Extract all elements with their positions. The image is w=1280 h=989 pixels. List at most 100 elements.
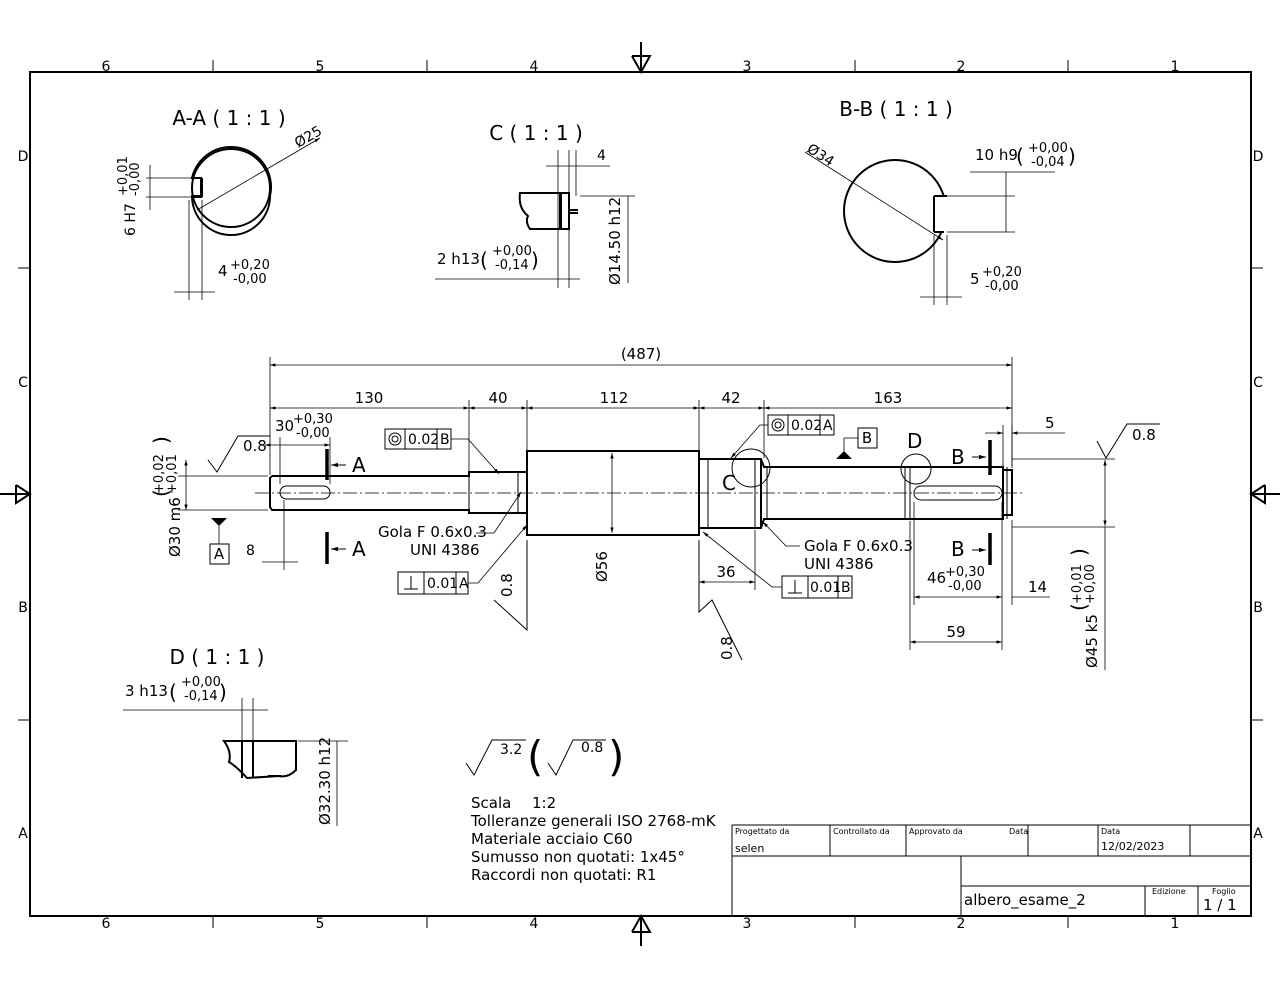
groove-std-right: UNI 4386 [804,555,874,573]
title-block-progettato-value: selen [735,842,764,855]
detail-c-groove-width-tol-upper: +0,00 [492,244,532,259]
section-cut-b-top: B [951,445,965,469]
roughness-right: 0.8 [1132,426,1156,444]
row-label-a: A [18,826,28,842]
detail-d-paren-close: ) [219,680,227,704]
title-block-progettato-label: Progettato da [735,827,790,836]
column-label-2: 2 [957,59,966,75]
column-label-3-bottom: 3 [743,916,752,932]
dim-segment-4: 42 [721,389,740,407]
title-block-approvato-label: Approvato da [909,827,963,836]
detail-c-groove-diameter: Ø14.50 h12 [606,197,624,285]
dim-keyway-left-offset: 8 [246,543,255,559]
fcf-concentric-2-datum: A [823,418,833,434]
fcf-perp-1-datum: A [459,576,469,592]
column-label-4-bottom: 4 [530,916,539,932]
detail-d-groove-width: 3 h13 [125,682,168,700]
groove-std-left: UNI 4386 [410,541,480,559]
title-block-foglio-value: 1 / 1 [1203,896,1237,914]
detail-marker-c: C [722,471,736,495]
row-label-b-right: B [1253,600,1263,616]
groove-note-left: Gola F 0.6x0.3 [378,523,487,541]
detail-d-groove-diameter: Ø32.30 h12 [316,737,334,825]
note-smussi: Sumusso non quotati: 1x45° [471,848,685,866]
column-label-2-bottom: 2 [957,916,966,932]
dim-left-diameter: Ø30 m6 [166,497,184,557]
dim-right-diameter-tol-lower: +0,00 [1083,564,1098,604]
detail-d-groove-width-tol-lower: -0,14 [184,689,218,704]
column-label-5: 5 [316,59,325,75]
section-cut-b-bottom: B [951,537,965,561]
detail-c-dim-top: 4 [597,148,606,164]
detail-c-paren-open: ( [480,248,488,272]
title-block-foglio-label: Foglio [1212,887,1236,896]
section-bb-paren-close: ) [1068,144,1076,168]
detail-c-title: C ( 1 : 1 ) [489,121,583,145]
roughness-left: 0.8 [243,437,267,455]
general-notes: Scala 1:2 Tolleranze generali ISO 2768-m… [470,794,717,884]
column-label-6-bottom: 6 [102,916,111,932]
general-roughness-other: 0.8 [581,740,603,756]
roughness-shoulder-right: 0.8 [718,636,736,660]
section-bb-key-depth-tol-lower: -0,00 [985,279,1019,294]
fcf-perp-2-value: 0.01 [810,580,841,596]
general-roughness-paren-open: ( [527,732,543,781]
title-block-data-value: 12/02/2023 [1101,840,1164,853]
section-aa-keyway-depth-tol-upper: +0,20 [230,258,270,273]
note-scala-value: 1:2 [532,794,556,812]
dim-right-diameter-tol-upper: +0,01 [1070,564,1085,604]
fcf-perp-2: 0.01 B [702,531,853,599]
general-roughness: 3.2 ( 0.8 ) [465,732,624,781]
datum-b-label: B [862,429,872,447]
dim-segment-1: 130 [355,389,384,407]
column-label-5-bottom: 5 [316,916,325,932]
fcf-concentric-1: 0.02 B [384,428,500,475]
dim-left-diameter-tol-upper: +0,02 [152,454,167,494]
dim-segment-5: 163 [874,389,903,407]
row-label-d: D [18,149,29,165]
section-aa-keyway-depth-tol-lower: -0,00 [233,272,267,287]
groove-note-right: Gola F 0.6x0.3 [804,537,913,555]
general-roughness-paren-close: ) [608,732,624,781]
fcf-perp-1: 0.01 A [397,524,528,595]
dim-left-diameter-paren-open: ( [149,489,173,497]
title-block-data-label-1: Data [1009,827,1028,836]
dim-59: 59 [946,623,965,641]
column-label-1-bottom: 1 [1171,916,1180,932]
dim-keyway-right-tol-lower: -0,00 [948,579,982,594]
dim-segment-2: 40 [488,389,507,407]
general-roughness-main: 3.2 [500,742,522,758]
row-label-d-right: D [1253,149,1264,165]
dim-right-diameter: Ø45 k5 [1083,614,1101,668]
dim-keyway-right-tol-upper: +0,30 [945,565,985,580]
dim-total-length: (487) [621,345,661,363]
title-block-title: albero_esame_2 [964,891,1086,910]
section-bb-key-width-tol-lower: -0,04 [1031,155,1065,170]
section-aa-keyway-width-tol-upper: +0,01 [116,156,131,196]
detail-d-groove-width-tol-upper: +0,00 [181,675,221,690]
section-aa-title: A-A ( 1 : 1 ) [172,106,285,130]
section-view-bb: B-B ( 1 : 1 ) Ø34 10 h9 +0,00 -0,04 ( ) … [804,97,1076,305]
dim-center-diameter: Ø56 [593,551,611,582]
detail-view-d: D ( 1 : 1 ) 3 h13 +0,00 -0,14 ( ) Ø32.30… [123,645,348,826]
section-view-aa: A-A ( 1 : 1 ) Ø25 6 H7 +0,01 -0,00 4 +0,… [116,106,325,300]
section-bb-key-width: 10 h9 [975,146,1018,164]
fcf-perp-2-datum: B [841,580,851,596]
column-label-6: 6 [102,59,111,75]
dim-5: 5 [1045,414,1055,432]
detail-view-c: C ( 1 : 1 ) 4 2 h13 +0,00 -0,14 ( ) Ø14.… [435,121,635,288]
dim-segment-3: 112 [600,389,629,407]
dim-left-diameter-paren-close: ) [149,436,173,444]
fcf-concentric-1-value: 0.02 [408,432,439,448]
dim-keyway-left-tol-lower: -0,00 [296,426,330,441]
dim-keyway-left-tol-upper: +0,30 [293,412,333,427]
column-label-3: 3 [743,59,752,75]
note-tolleranze: Tolleranze generali ISO 2768-mK [470,812,717,830]
section-aa-diameter: Ø25 [292,123,325,151]
dim-keyway-right-length: 46 [927,569,946,587]
section-aa-keyway-width: 6 H7 [123,203,139,236]
column-label-4: 4 [530,59,539,75]
detail-marker-d: D [907,429,922,453]
title-block-controllato-label: Controllato da [833,827,890,836]
